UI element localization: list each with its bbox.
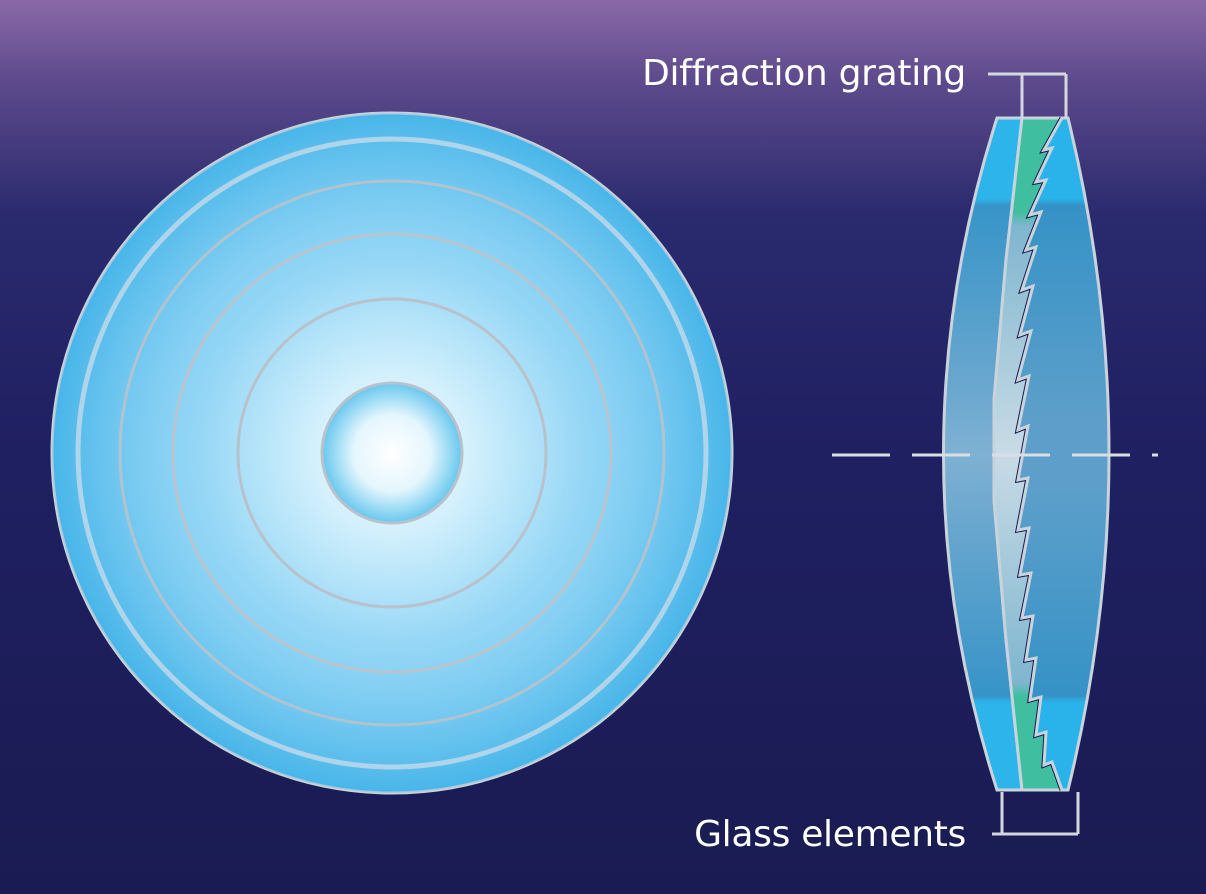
leader-glass-elements — [992, 792, 1080, 836]
label-leaders — [988, 72, 1080, 836]
glass-element-right — [1015, 116, 1111, 792]
diffraction-grating-label: Diffraction grating — [642, 53, 966, 94]
leader-diffraction-grating — [988, 72, 1068, 118]
lens-shading — [52, 113, 732, 793]
lens-front-view — [50, 111, 734, 795]
glass-elements-label: Glass elements — [694, 814, 966, 855]
lens-side-view — [832, 116, 1158, 792]
